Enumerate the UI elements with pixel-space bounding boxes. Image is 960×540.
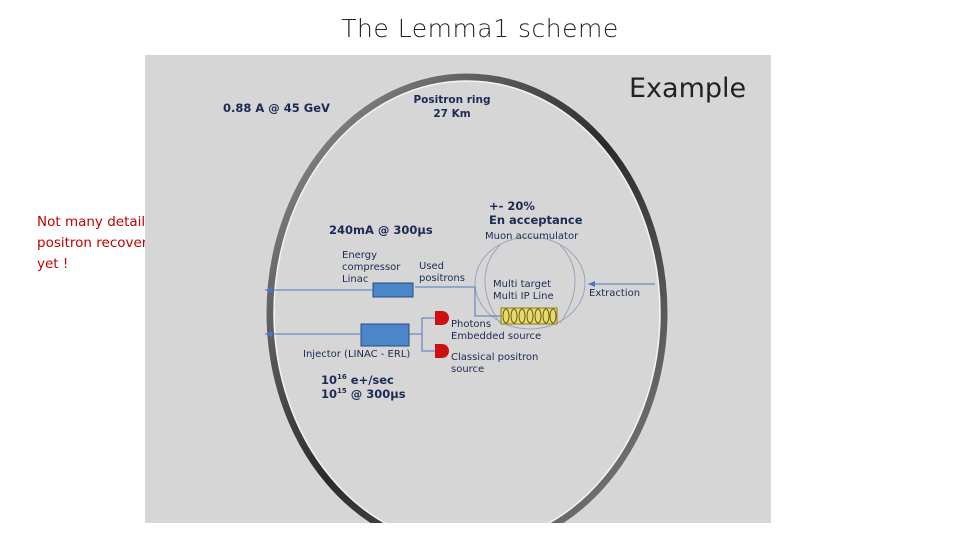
photons-source-label: Photons Embedded source [451,319,541,343]
slide-title: The Lemma1 scheme [341,14,619,43]
acceptance-line2: En acceptance [489,213,583,227]
positron-ring-outline [266,73,668,523]
example-label: Example [629,73,747,104]
rate2-exponent: 15 [337,387,347,396]
used-line2: positrons [419,273,465,284]
diagram-graphics [264,71,670,523]
used-line1: Used [419,261,445,272]
multi-target-label: Multi target Multi IP Line [493,279,554,303]
rate2-unit: @ 300µs [346,387,406,401]
acceptance-line1: +- 20% [489,199,535,213]
rate-line2: 1015 @ 300µs [321,387,406,401]
rate-line1: 1016 e+/sec [321,373,406,387]
energy-line3: Linac [342,274,369,285]
photons-line1: Photons [451,319,492,330]
classical-line2: source [451,364,485,375]
positron-rate-label: 1016 e+/sec 1015 @ 300µs [321,373,406,401]
injector-label: Injector (LINAC - ERL) [303,349,411,360]
ring-label-line2: 27 Km [433,108,471,120]
classical-source-label: Classical positron source [451,352,538,376]
target-line1: Multi target [493,279,552,290]
muon-accumulator-label: Muon accumulator [485,231,579,242]
target-line2: Multi IP Line [493,291,554,302]
classical-line1: Classical positron [451,352,539,363]
ring-label-line1: Positron ring [413,94,491,106]
rate2-base: 10 [321,387,338,401]
lemma-scheme-diagram: Example 0.88 A @ 45 GeV Positron ring 27… [145,55,771,523]
photon-source [435,311,449,325]
positron-ring-label: Positron ring 27 Km [407,93,497,121]
rate1-unit: e+/sec [346,373,394,387]
bunch-current-label: 240mA @ 300µs [329,223,433,237]
beam-current-label: 0.88 A @ 45 GeV [223,101,330,115]
energy-acceptance-label: +- 20% En acceptance [489,199,583,227]
injector-linac [360,323,410,347]
energy-compressor-label: Energy compressor Linac [342,250,400,286]
rate1-exponent: 16 [337,373,347,382]
energy-line2: compressor [342,262,401,273]
classical-positron-source [435,344,449,358]
photons-line2: Embedded source [451,331,542,342]
energy-line1: Energy [342,250,378,261]
rate1-base: 10 [321,373,338,387]
extraction-label: Extraction [589,288,641,299]
used-positrons-label: Used positrons [419,261,465,285]
muon-accumulator-loop [474,236,586,330]
